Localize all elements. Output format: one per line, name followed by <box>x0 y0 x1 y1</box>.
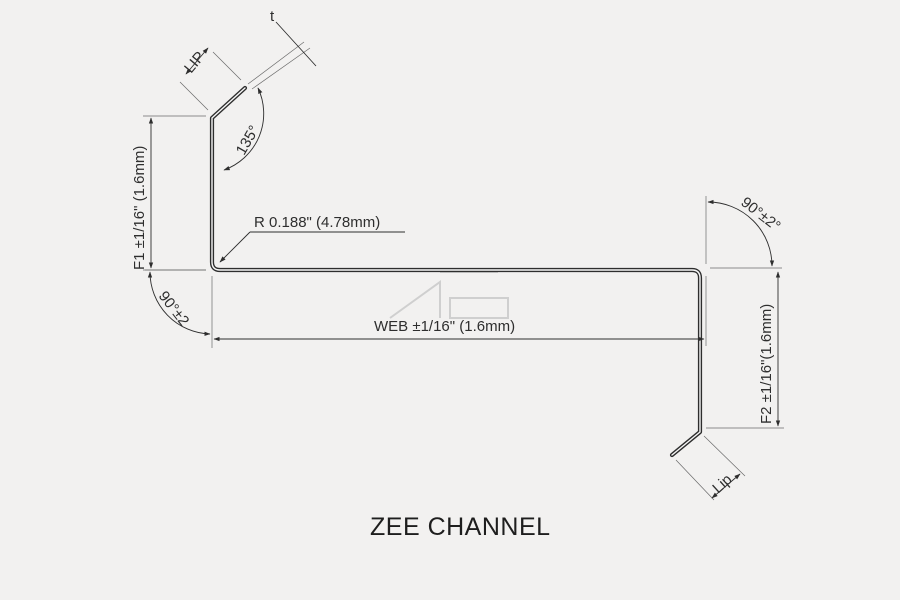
f2-label: F2 ±1/16"(1.6mm) <box>758 304 775 424</box>
watermark-logo <box>389 271 509 319</box>
angle-135-label: 135° <box>233 123 263 158</box>
radius-dimension: R 0.188" (4.78mm) <box>219 214 405 263</box>
web-label: WEB ±1/16" (1.6mm) <box>374 318 515 335</box>
lip-bottom-label: Lip <box>709 471 735 497</box>
angle-bottom-left-label: 90°±2 <box>155 288 193 329</box>
web-dimension: WEB ±1/16" (1.6mm) <box>213 276 707 346</box>
f1-dimension: F1 ±1/16" (1.6mm) <box>131 115 206 271</box>
thickness-label: t <box>270 8 275 25</box>
thickness-dimension: t <box>247 8 317 90</box>
diagram-title: ZEE CHANNEL <box>370 513 551 541</box>
angle-bottom-left-dimension: 90°±2 <box>145 269 213 348</box>
radius-label: R 0.188" (4.78mm) <box>254 214 380 231</box>
zee-profile <box>209 85 703 458</box>
f1-label: F1 ±1/16" (1.6mm) <box>131 146 148 270</box>
angle-top-right-dimension: 90°±2° <box>705 194 784 269</box>
f2-dimension: F2 ±1/16"(1.6mm) <box>706 271 784 429</box>
